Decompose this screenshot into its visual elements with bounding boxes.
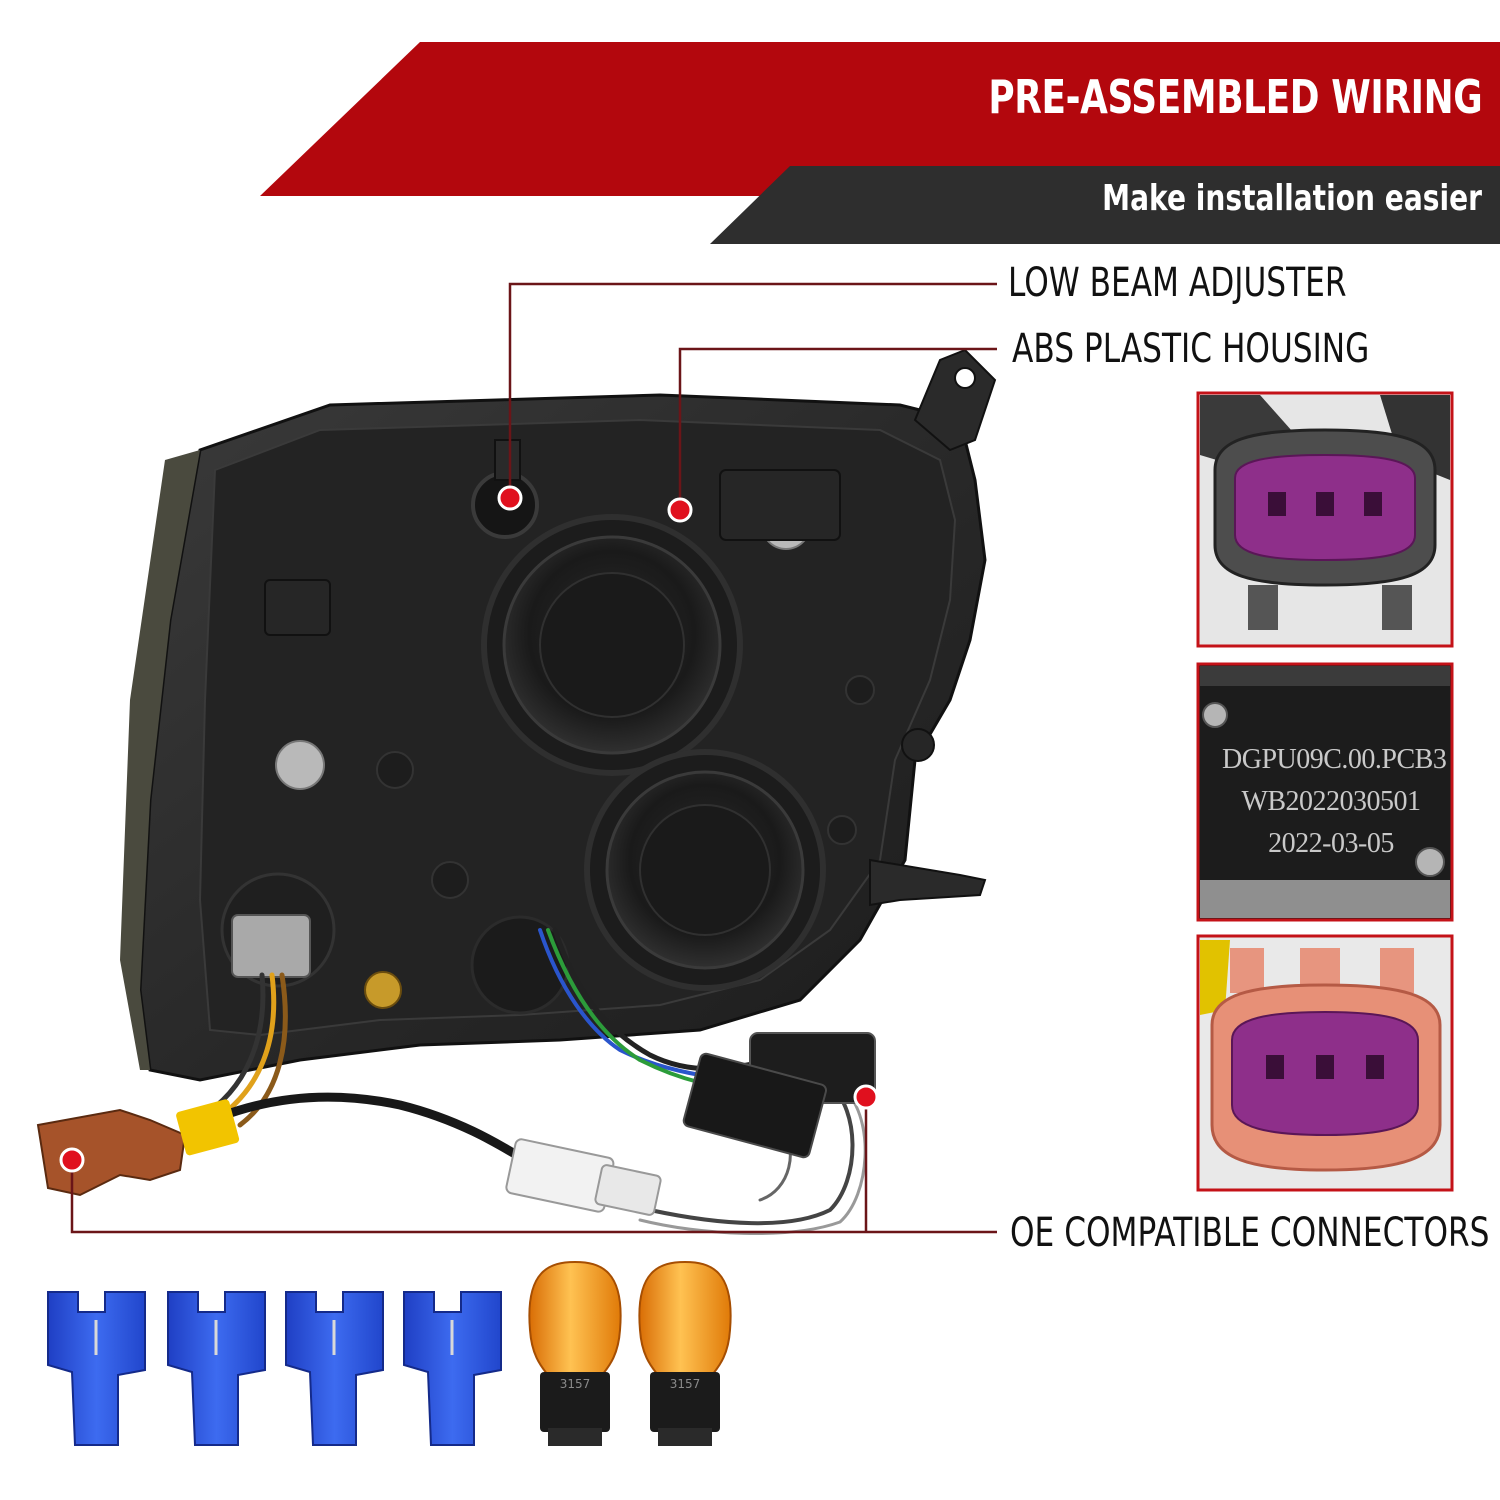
- detail-panel-connector-top: [1196, 391, 1454, 648]
- bulb-code-1: 3157: [559, 1377, 591, 1391]
- banner-title: PRE-ASSEMBLED WIRING: [988, 70, 1482, 124]
- pcb-label-line2: WB2022030501: [1241, 786, 1421, 817]
- callout-low-beam-adjuster: LOW BEAM ADJUSTER: [1008, 260, 1347, 306]
- tap-connector-2: [167, 1291, 266, 1446]
- amber-bulbs: [528, 1260, 732, 1446]
- tap-connector-4: [403, 1291, 502, 1446]
- tap-connector-3: [285, 1291, 384, 1446]
- pcb-label-line1: DGPU09C.00.PCB3: [1222, 744, 1447, 775]
- callout-abs-plastic-housing: ABS PLASTIC HOUSING: [1012, 326, 1370, 372]
- oe-connector-left: [36, 1108, 187, 1197]
- amber-bulb-2: [638, 1260, 732, 1446]
- detail-panel-pcb: [1196, 662, 1454, 922]
- banner-dark: [710, 166, 1500, 244]
- amber-bulb-1: [528, 1260, 622, 1446]
- banner-red: [260, 42, 1500, 196]
- callout-leaders: [70, 282, 997, 1234]
- detail-panel-connector-bottom: [1196, 934, 1454, 1192]
- banner-subtitle: Make installation easier: [1102, 178, 1482, 219]
- tap-connectors: [47, 1291, 502, 1446]
- bulb-code-2: 3157: [669, 1377, 701, 1391]
- pcb-label-line3: 2022-03-05: [1268, 828, 1394, 859]
- callout-oe-compatible-connectors: OE COMPATIBLE CONNECTORS: [1010, 1210, 1490, 1256]
- callout-markers: [59, 485, 879, 1173]
- tap-connector-1: [47, 1291, 146, 1446]
- resistor-module: [682, 1052, 828, 1159]
